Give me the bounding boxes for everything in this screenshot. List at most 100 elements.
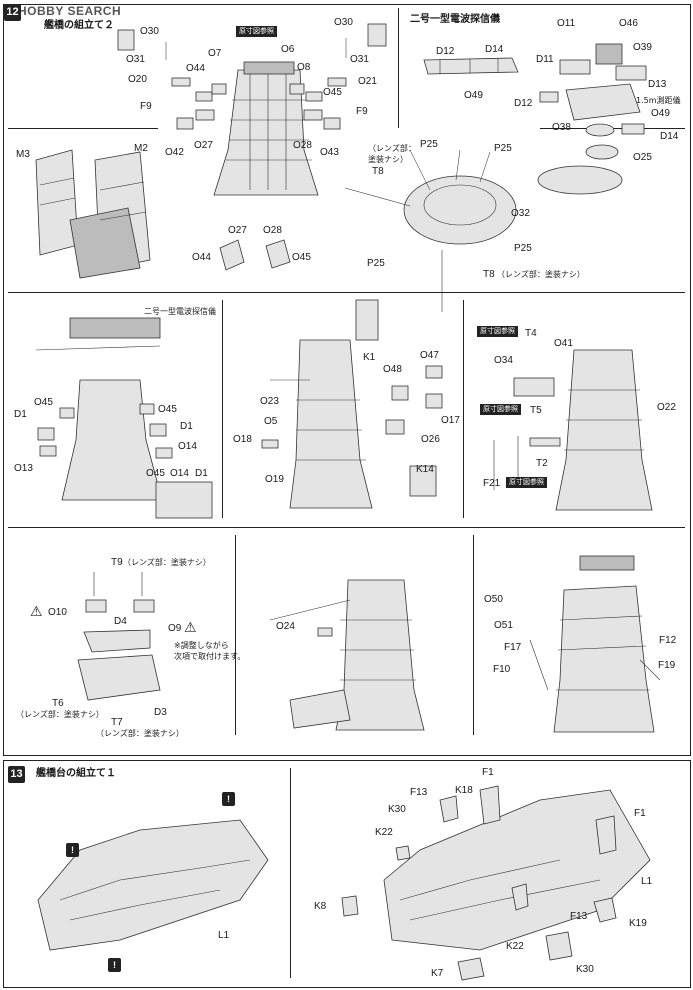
divider-row1-mid — [8, 128, 158, 129]
divider-row3-v2 — [473, 535, 474, 735]
part-o31-left: O31 — [126, 54, 145, 65]
divider-row3-v1 — [235, 535, 236, 735]
part-o39: O39 — [633, 42, 652, 53]
part-d11: D11 — [536, 54, 554, 65]
ref-tag: 原寸図参照 — [506, 477, 547, 488]
part-f13-top: F13 — [410, 787, 428, 798]
note-lens-t6: （レンズ部：塗装ナシ） — [16, 710, 104, 719]
part-o21: O21 — [358, 76, 377, 87]
part-f10: F10 — [493, 664, 511, 675]
step13-left-base — [37, 819, 269, 951]
bridge-tower-drawing — [117, 23, 387, 196]
part-d1-r2-right: D1 — [180, 421, 193, 432]
part-o7: O7 — [208, 48, 222, 59]
part-f1-top: F1 — [482, 767, 494, 778]
note-radar-label: 二号一型電波探信儀 — [144, 307, 216, 316]
part-o14-r2: O14 — [178, 441, 197, 452]
part-k30-bottom: K30 — [576, 964, 594, 975]
part-o13: O13 — [14, 463, 33, 474]
part-t5: T5 — [530, 405, 542, 416]
warning-triangle-icon: ⚠ — [184, 619, 197, 635]
note-lens-b: 塗装ナシ） — [368, 155, 408, 164]
part-o18: O18 — [233, 434, 252, 445]
note-lens-t7: （レンズ部：塗装ナシ） — [96, 729, 184, 738]
note-rangefinder: 1.5m測距儀 — [636, 96, 681, 105]
radar-title: 二号一型電波探信儀 — [410, 14, 500, 25]
part-k18: K18 — [455, 785, 473, 796]
glue-marker-icon: ! — [66, 843, 79, 857]
step13-right-base — [341, 785, 651, 981]
site-logo: HOBBY SEARCH — [18, 4, 122, 18]
part-l1-right: L1 — [641, 876, 653, 887]
part-o32: O32 — [511, 208, 530, 219]
part-d14: D14 — [660, 131, 679, 142]
part-o38: O38 — [552, 122, 571, 133]
part-o34: O34 — [494, 355, 513, 366]
part-t7: T7 — [111, 717, 123, 728]
part-o23: O23 — [260, 396, 279, 407]
part-o45-detail: O45 — [146, 468, 165, 479]
part-o51: O51 — [494, 620, 513, 631]
row2-mid-tower — [261, 299, 443, 509]
m2-m3-drawing — [35, 149, 151, 279]
part-o45-small: O45 — [292, 252, 311, 263]
note-lens-t9: （レンズ部：塗装ナシ） — [123, 558, 211, 567]
part-t8-bottom: T8 — [483, 269, 495, 280]
part-o41: O41 — [554, 338, 573, 349]
part-t6: T6 — [52, 698, 64, 709]
part-p25-right: P25 — [514, 243, 532, 254]
part-o45-r2-right: O45 — [158, 404, 177, 415]
part-o46: O46 — [619, 18, 638, 29]
platform-o32-drawing — [344, 149, 623, 312]
part-k14: K14 — [416, 464, 434, 475]
part-o45-r2-left: O45 — [34, 397, 53, 408]
part-p25-top-right: P25 — [494, 143, 512, 154]
note-adjust-2: 次項で取付けます。 — [174, 652, 246, 661]
part-o5: O5 — [264, 416, 278, 427]
part-t2: T2 — [536, 458, 548, 469]
part-f19: F19 — [658, 660, 676, 671]
part-m3: M3 — [16, 149, 30, 160]
part-f21: F21 — [483, 478, 501, 489]
part-k30-top: K30 — [388, 804, 406, 815]
part-l1-left: L1 — [218, 930, 230, 941]
part-k8: K8 — [314, 901, 327, 912]
part-d3: D3 — [154, 707, 167, 718]
step13-title: 艦橋台の組立て１ — [36, 768, 116, 779]
part-d12: D12 — [514, 98, 533, 109]
divider-row3-top — [8, 527, 685, 528]
part-o14-detail: O14 — [170, 468, 189, 479]
part-o31-right: O31 — [350, 54, 369, 65]
part-o10: O10 — [48, 607, 67, 618]
row2-left-tower — [35, 317, 213, 519]
part-o22: O22 — [657, 402, 676, 413]
part-o19: O19 — [265, 474, 284, 485]
note-lens-t8: （レンズ部：塗装ナシ） — [497, 270, 585, 279]
part-f9-left: F9 — [140, 101, 152, 112]
divider-row1-vert — [398, 8, 399, 128]
part-k19: K19 — [629, 918, 647, 929]
glue-marker-icon: ! — [222, 792, 235, 806]
row3-mid-tower — [269, 579, 425, 731]
part-f9-right: F9 — [356, 106, 368, 117]
part-p25-top-left: P25 — [420, 139, 438, 150]
row2-right-tower — [493, 349, 653, 511]
part-o26: O26 — [421, 434, 440, 445]
part-t4: T4 — [525, 328, 537, 339]
ref-tag: 原寸図参照 — [477, 326, 518, 337]
part-m2: M2 — [134, 143, 148, 154]
part-o49: O49 — [651, 108, 670, 119]
divider-row2-top — [8, 292, 685, 293]
part-o27: O27 — [194, 140, 213, 151]
part-k22-bottom: K22 — [506, 941, 524, 952]
note-adjust-1: ※調整しながら — [174, 641, 229, 650]
part-o47: O47 — [420, 350, 439, 361]
divider-row2-v1 — [222, 300, 223, 518]
part-t9: T9 — [111, 557, 123, 568]
glue-marker-icon: ! — [108, 958, 121, 972]
part-o25: O25 — [633, 152, 652, 163]
divider-row2-v2 — [463, 300, 464, 518]
part-o24: O24 — [276, 621, 295, 632]
